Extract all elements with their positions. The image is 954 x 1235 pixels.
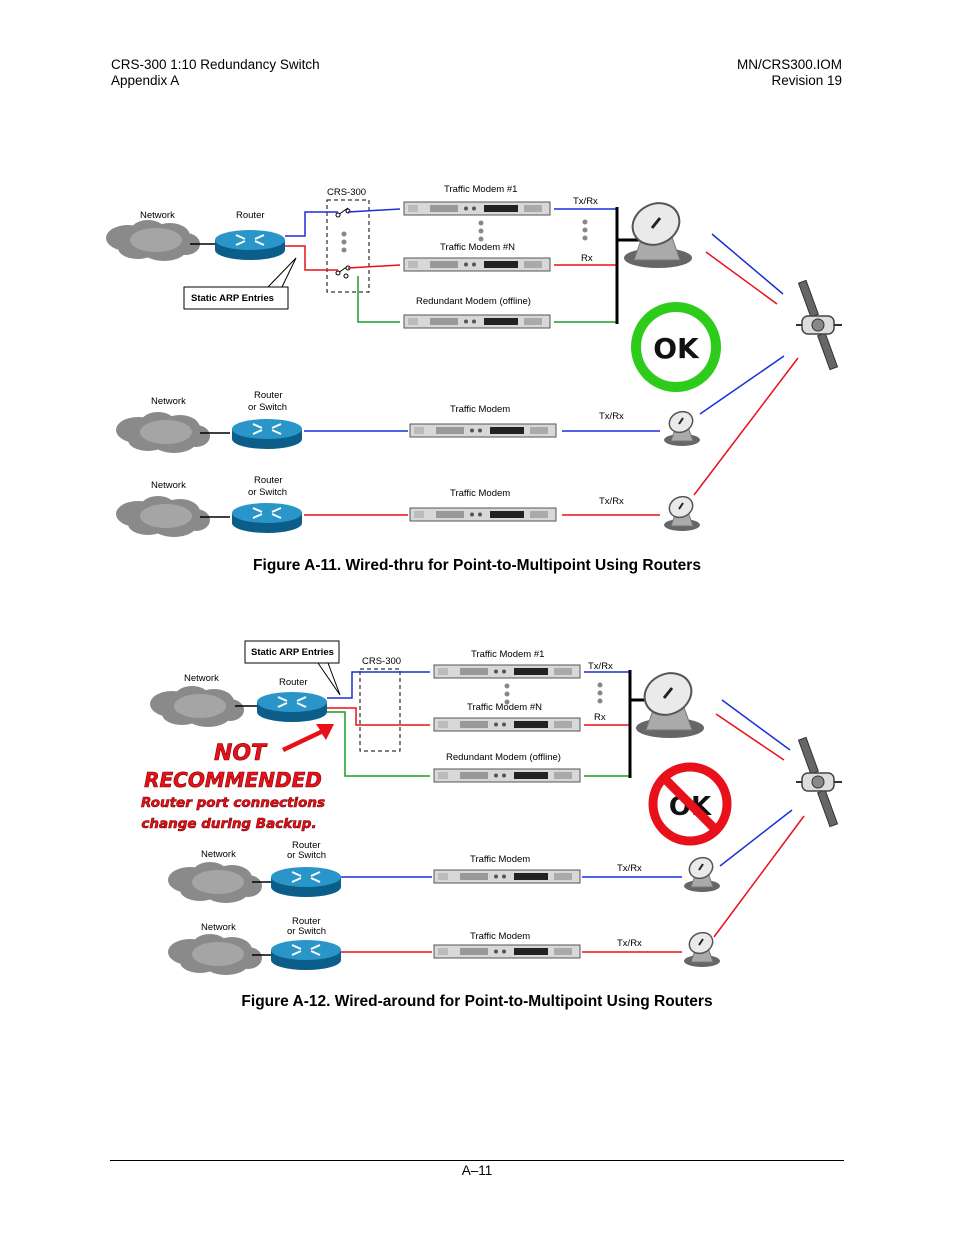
- arp-label: Static ARP Entries: [251, 647, 334, 658]
- network-cloud-3: [116, 496, 210, 537]
- network-label: Network: [151, 396, 186, 407]
- figure-a12: Static ARP Entries Network Router CRS-30…: [141, 640, 843, 975]
- router-switch-label-1: Router: [254, 475, 283, 486]
- warning-not: NOT: [214, 741, 268, 766]
- traffic-modem-remote-2: [409, 507, 557, 522]
- figure-a11: Network Router Static ARP Entries CRS-30…: [106, 184, 843, 537]
- router-1: [256, 691, 328, 723]
- doc-title: CRS-300 1:10 Redundancy Switch: [111, 57, 320, 72]
- router-switch-label-2: or Switch: [248, 402, 287, 413]
- header-right: MN/CRS300.IOM Revision 19: [737, 57, 842, 89]
- router-switch-1: [270, 866, 342, 898]
- redundant-modem: [433, 768, 581, 783]
- txrx-label: Tx/Rx: [573, 196, 598, 207]
- network-label: Network: [151, 480, 186, 491]
- traffic-modem-n: [433, 717, 581, 732]
- remote-dish-1: [683, 852, 721, 893]
- network-label: Network: [201, 849, 236, 860]
- remote-dish-2: [683, 927, 721, 968]
- traffic-modem-1: [433, 664, 581, 679]
- page-number: A–11: [461, 1163, 493, 1178]
- router-switch-label-2: or Switch: [287, 850, 326, 861]
- redundant-modem: [403, 314, 551, 329]
- router-switch-label-1: Router: [292, 840, 321, 851]
- network-cloud-2: [116, 412, 210, 453]
- rx-label: Rx: [594, 712, 606, 723]
- crs-300-box: [326, 199, 370, 293]
- footer-divider: [110, 1160, 844, 1161]
- txrx-label: Tx/Rx: [599, 411, 624, 422]
- header-left: CRS-300 1:10 Redundancy Switch Appendix …: [111, 57, 320, 89]
- crs-label: CRS-300: [327, 187, 366, 198]
- traffic-modem-1: [403, 201, 551, 216]
- router-switch-label-2: or Switch: [248, 487, 287, 498]
- arp-callout: [244, 640, 340, 664]
- router-1: [214, 229, 286, 261]
- warning-recommended: RECOMMENDED: [144, 768, 322, 792]
- router-switch-1: [231, 418, 303, 450]
- network-label: Network: [184, 673, 219, 684]
- txrx-label: Tx/Rx: [588, 661, 613, 672]
- remote-dish-2: [663, 491, 701, 532]
- modem1-label: Traffic Modem #1: [471, 649, 544, 660]
- router-switch-2: [231, 502, 303, 534]
- hub-dish: [622, 194, 694, 270]
- ok-ring: [631, 302, 721, 392]
- redundant-label: Redundant Modem (offline): [416, 296, 531, 307]
- modemN-label: Traffic Modem #N: [467, 702, 542, 713]
- router-label: Router: [236, 210, 265, 221]
- network-cloud-2: [168, 862, 262, 903]
- router-switch-2: [270, 939, 342, 971]
- doc-number: MN/CRS300.IOM: [736, 57, 842, 72]
- figure-a11-caption: Figure A-11. Wired-thru for Point-to-Mul…: [253, 557, 701, 574]
- arp-callout: [183, 286, 289, 310]
- network-cloud-1: [106, 220, 200, 261]
- crs-300-box: [359, 668, 401, 752]
- satellite: [795, 736, 843, 828]
- router-switch-label-1: Router: [292, 916, 321, 927]
- traffic-modem-label: Traffic Modem: [450, 404, 510, 415]
- modemN-label: Traffic Modem #N: [440, 242, 515, 253]
- doc-section: Appendix A: [111, 73, 180, 88]
- router-switch-label-2: or Switch: [287, 926, 326, 937]
- warning-line-3: Router port connections: [141, 795, 325, 811]
- txrx-label: Tx/Rx: [599, 496, 624, 507]
- network-cloud-3: [168, 934, 262, 975]
- network-label: Network: [140, 210, 175, 221]
- arp-label: Static ARP Entries: [191, 293, 274, 304]
- traffic-modem-label: Traffic Modem: [470, 931, 530, 942]
- network-cloud-1: [150, 686, 244, 727]
- traffic-modem-label: Traffic Modem: [450, 488, 510, 499]
- txrx-label: Tx/Rx: [617, 863, 642, 874]
- hub-dish: [634, 664, 706, 740]
- traffic-modem-label: Traffic Modem: [470, 854, 530, 865]
- doc-revision: Revision 19: [771, 73, 842, 88]
- router-switch-label-1: Router: [254, 390, 283, 401]
- traffic-modem-n: [403, 257, 551, 272]
- remote-dish-1: [663, 406, 701, 447]
- traffic-modem-remote-1: [409, 423, 557, 438]
- warning-line-4: change during Backup.: [141, 816, 316, 832]
- rx-label: Rx: [581, 253, 593, 264]
- redundant-label: Redundant Modem (offline): [446, 752, 561, 763]
- satellite: [795, 279, 843, 371]
- network-label: Network: [201, 922, 236, 933]
- router-label: Router: [279, 677, 308, 688]
- modem1-label: Traffic Modem #1: [444, 184, 517, 195]
- crs-label: CRS-300: [362, 656, 401, 667]
- txrx-label: Tx/Rx: [617, 938, 642, 949]
- traffic-modem-remote-1: [433, 869, 581, 884]
- figure-a12-caption: Figure A-12. Wired-around for Point-to-M…: [241, 993, 713, 1010]
- ok-label: OK: [653, 332, 700, 365]
- traffic-modem-remote-2: [433, 944, 581, 959]
